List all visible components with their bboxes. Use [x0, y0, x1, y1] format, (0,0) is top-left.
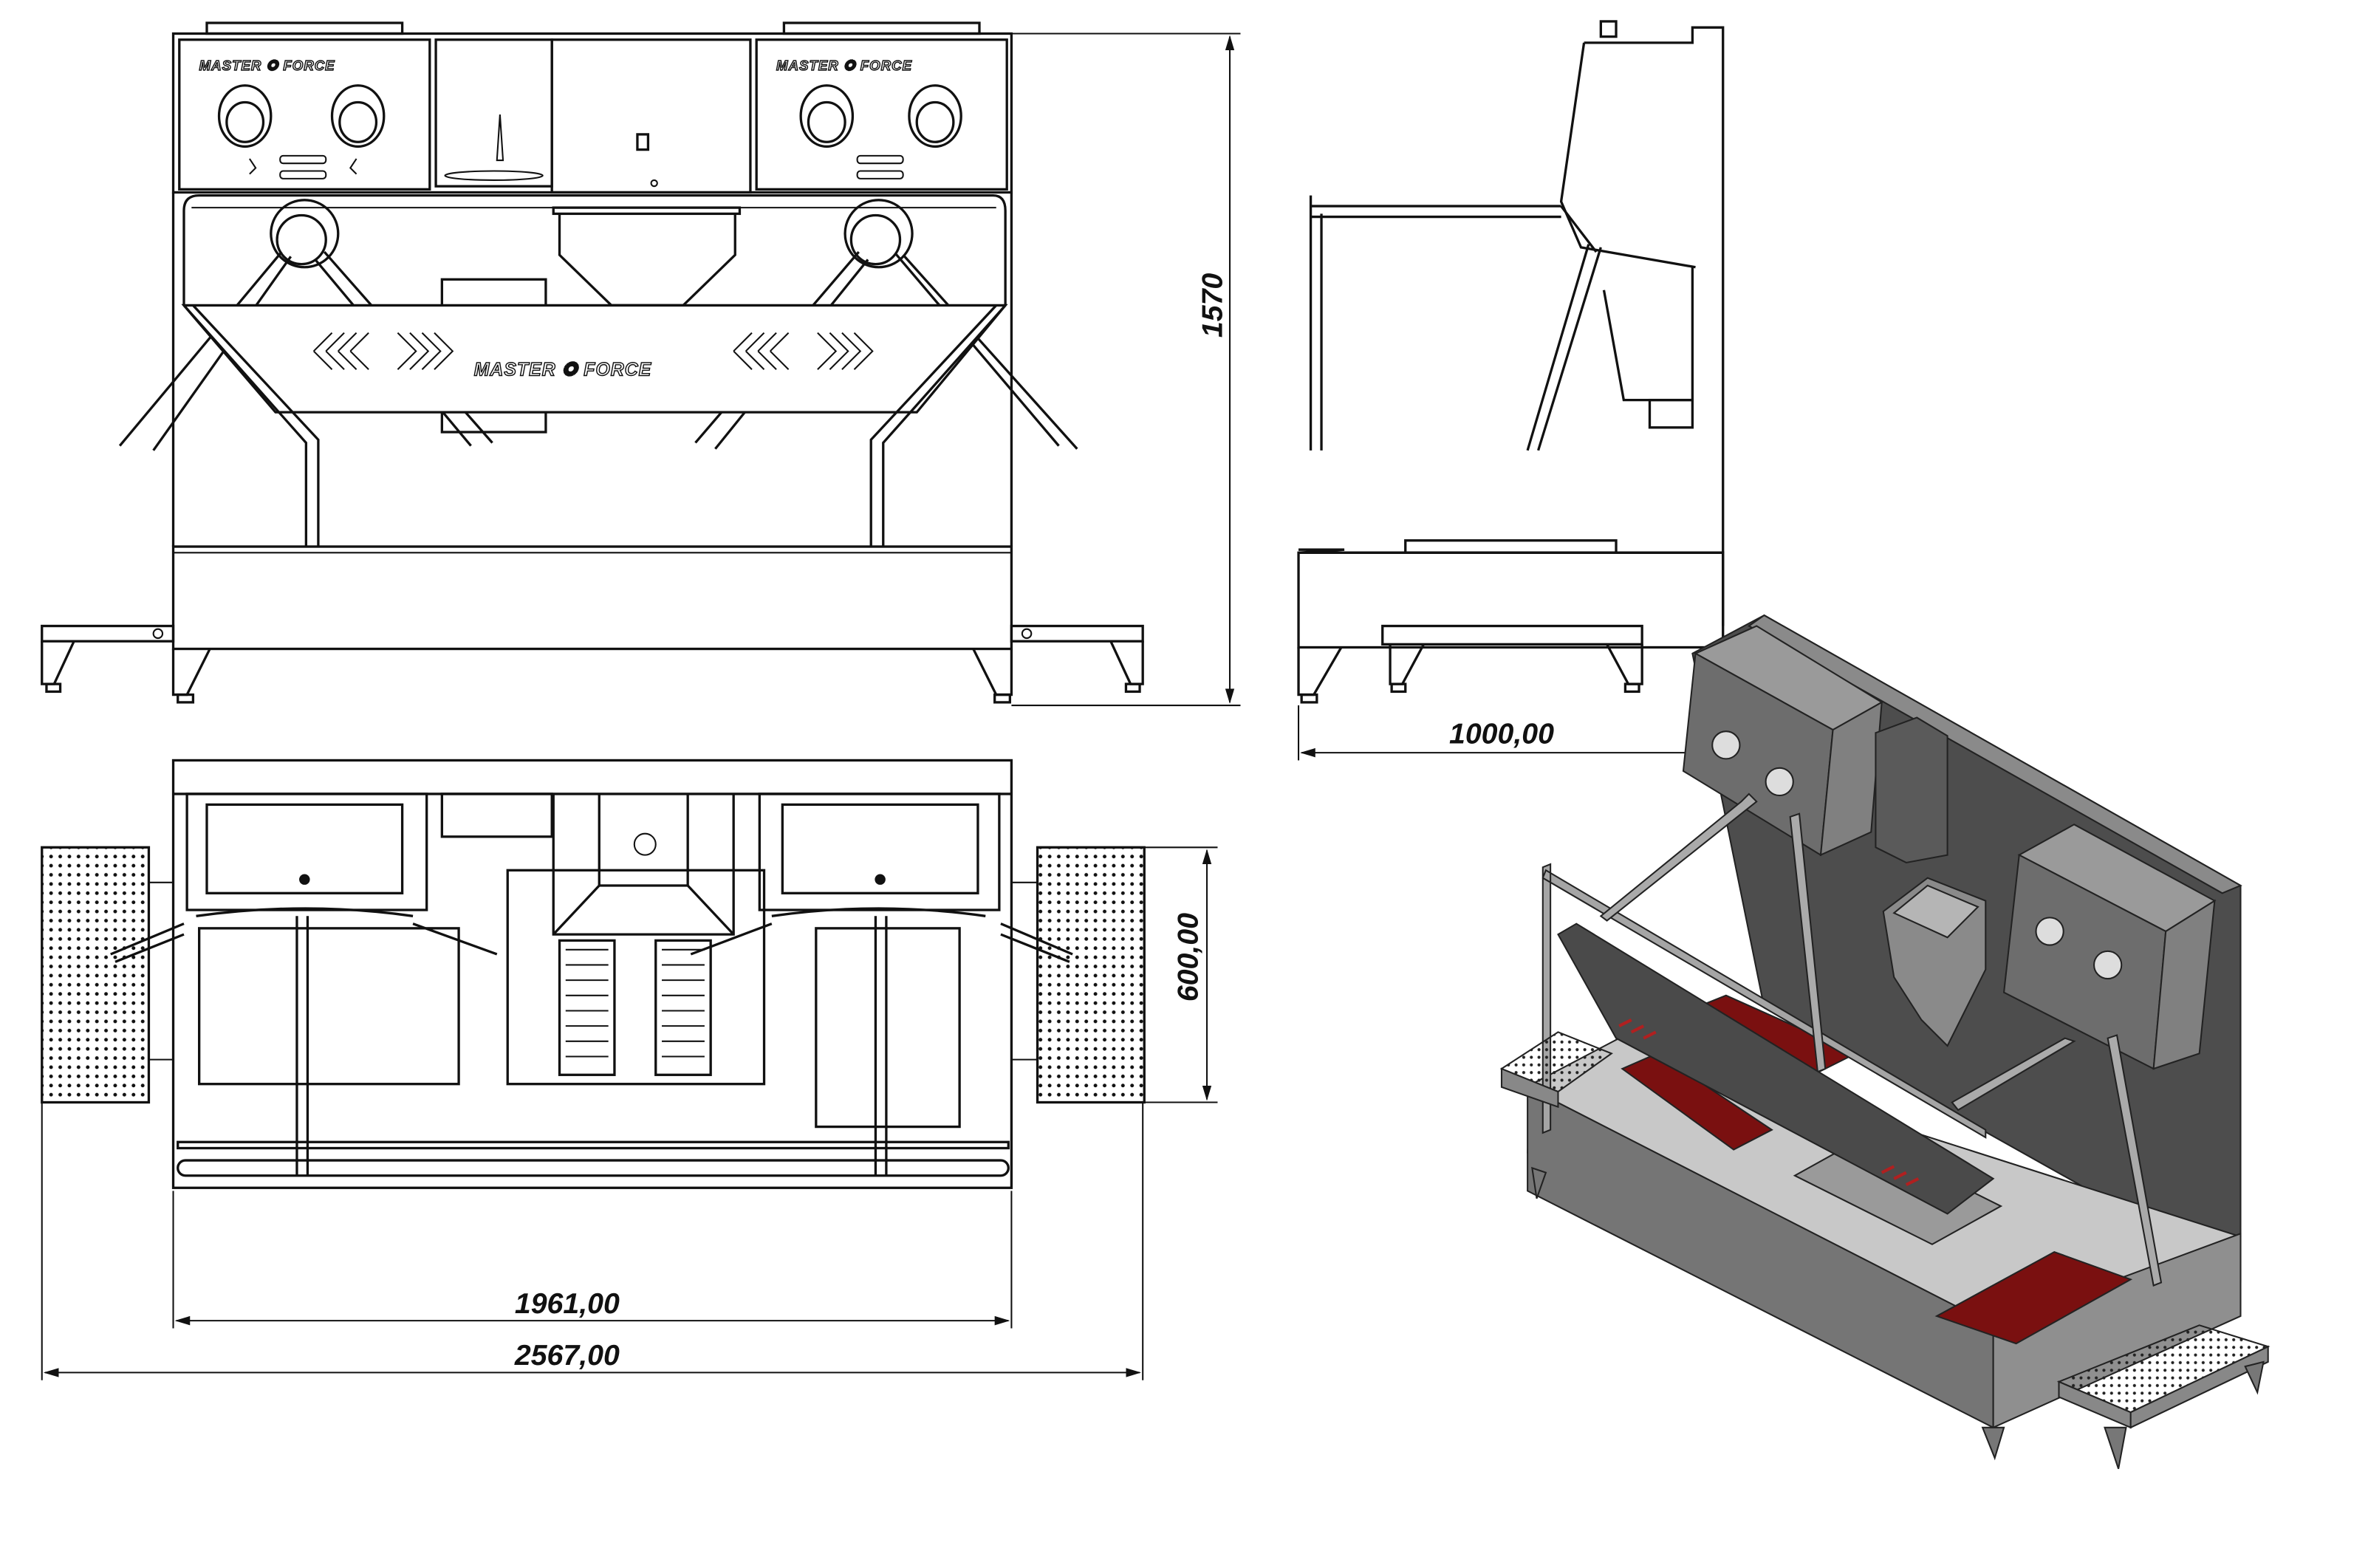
overall-width-label: 2567,00	[514, 1339, 620, 1372]
front-brand-panel	[1557, 922, 1995, 1215]
right-dispenser-cabinet: MASTER ✺ FORCE	[755, 38, 1008, 191]
width-dimensions: 1961,00 2567,00	[41, 1102, 1144, 1380]
side-view	[1297, 20, 1725, 704]
brand-logo-text: MASTER ✺ FORCE	[776, 58, 912, 73]
disinfection-mat	[1621, 1052, 1773, 1151]
brand-logo-text: MASTER ✺ FORCE	[199, 58, 335, 73]
brand-logo-text: MASTER ✺ FORCE	[474, 360, 652, 380]
top-view	[41, 759, 1146, 1189]
right-step-plate	[1036, 846, 1146, 1104]
depth-dimension: 1000,00	[1298, 626, 1724, 761]
height-dimension: 1570	[1011, 32, 1241, 707]
depth-dimension-label: 1000,00	[1449, 718, 1554, 750]
isometric-view	[1499, 614, 2271, 1469]
front-brand-panel: MASTER ✺ FORCE	[181, 304, 1008, 414]
left-dispenser-cabinet: MASTER ✺ FORCE	[178, 38, 431, 191]
platform-depth-dimension: 600,00	[1144, 846, 1218, 1103]
body-width-label: 1961,00	[515, 1287, 620, 1320]
disinfection-mat	[1934, 1250, 2133, 1345]
height-dimension-label: 1570	[1197, 273, 1229, 338]
front-view: MASTER ✺ FORCE MASTER ✺ FORCE	[41, 21, 1144, 704]
platform-depth-label: 600,00	[1172, 913, 1205, 1002]
left-step-plate	[41, 846, 151, 1104]
